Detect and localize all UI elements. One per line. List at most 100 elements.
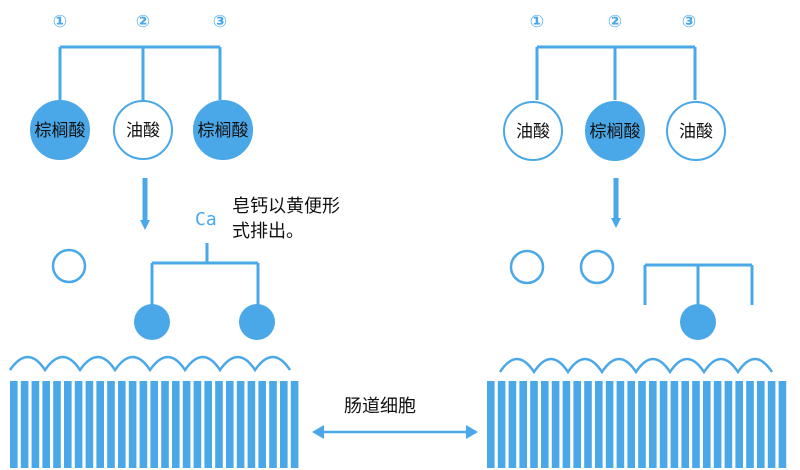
left-position-2: ② (136, 12, 150, 32)
left-cell-bar (172, 381, 180, 468)
left-cell-bar (74, 381, 83, 468)
left-acid-label-2: 油酸 (126, 121, 160, 141)
calcium-soap-palmitic-2 (239, 304, 275, 340)
right-free-oleic-acid-1 (509, 249, 545, 285)
left-cell-bar (10, 381, 18, 468)
right-free-oleic-acid-2 (579, 249, 615, 285)
right-cell-bar (659, 381, 668, 468)
right-acid-circle-1 (503, 101, 563, 161)
left-cell-bar (42, 381, 50, 468)
left-cell-bar (53, 381, 61, 468)
left-intestinal-cells (8, 355, 299, 468)
right-position-2: ② (608, 12, 622, 32)
calcium-soap-palmitic-1 (134, 304, 170, 340)
left-cell-bar (280, 381, 288, 468)
right-cell-bar (497, 381, 506, 468)
right-position-1: ① (530, 12, 544, 32)
right-cell-bar (681, 381, 689, 468)
right-triglyceride: ① ② ③ 油酸 棕榈酸 油酸 (503, 12, 726, 161)
right-cell-bar (616, 381, 625, 468)
left-acid-circle-2 (113, 100, 173, 160)
left-cell-bar (139, 381, 148, 468)
left-cell-bar (269, 381, 277, 468)
intestine-arrowhead-left (312, 425, 324, 439)
left-cell-bar (193, 381, 202, 468)
monoglyceride (643, 263, 754, 340)
right-cell-bar (627, 381, 635, 468)
calcium-note-line-1: 皂钙以黄便形 (232, 196, 340, 217)
left-free-oleic-acid (51, 248, 87, 284)
left-acid-label-3: 棕榈酸 (198, 121, 249, 141)
left-cell-bar (290, 381, 299, 468)
right-cell-bar (541, 381, 549, 468)
left-cell-bar (204, 381, 212, 468)
right-cell-bar (530, 381, 538, 468)
right-cell-bar (778, 381, 787, 468)
right-cell-bar (649, 381, 657, 468)
right-cell-bar (746, 381, 754, 468)
right-cell-bar (713, 381, 722, 468)
right-cell-bar (767, 381, 776, 468)
right-cell-bar (703, 381, 711, 468)
left-cell-bar (236, 381, 245, 468)
left-cell-bar (31, 381, 40, 468)
intestine-label: 肠道细胞 (344, 396, 416, 417)
right-cell-bar (573, 381, 581, 468)
monoglyceride-palmitic (680, 304, 716, 340)
right-acid-label-1: 油酸 (516, 122, 550, 142)
left-cell-bar (118, 381, 126, 468)
right-cell-bars (487, 381, 787, 468)
left-acid-label-1: 棕榈酸 (35, 121, 86, 141)
left-cell-bar (96, 381, 104, 468)
right-glycerol-backbone (535, 45, 697, 100)
left-glycerol-backbone (58, 45, 222, 100)
calcium-soap-bridge (150, 243, 260, 305)
left-cell-bar (128, 381, 137, 468)
right-acid-circle-2 (585, 101, 645, 161)
left-cell-bar (20, 381, 29, 468)
left-position-3: ③ (213, 12, 227, 32)
right-position-3: ③ (682, 12, 696, 32)
right-cell-bar (584, 381, 592, 468)
left-cell-bar (182, 381, 191, 468)
left-cell-bar (247, 381, 256, 468)
left-cell-bar (258, 381, 266, 468)
left-cell-bar (226, 381, 234, 468)
right-cell-bar (757, 381, 765, 468)
right-villi-wave (498, 357, 774, 375)
right-acid-label-3: 油酸 (679, 122, 713, 142)
right-cell-bar (605, 381, 614, 468)
left-triglyceride: ① ② ③ 棕榈酸 油酸 棕榈酸 (30, 12, 253, 160)
right-cell-bar (508, 381, 517, 468)
left-cell-bar (161, 381, 169, 468)
right-acid-circle-3 (666, 101, 726, 161)
left-cell-bar (215, 381, 223, 468)
right-cell-bar (735, 381, 743, 468)
right-cell-bar (638, 381, 646, 468)
left-cell-bar (107, 381, 115, 468)
left-cell-bar (64, 381, 72, 468)
right-cell-bar (562, 381, 571, 468)
right-cell-bar (519, 381, 527, 468)
left-cell-bar (85, 381, 94, 468)
intestine-arrowhead-right (466, 425, 478, 439)
calcium-soap (134, 243, 275, 340)
right-cell-bar (595, 381, 603, 468)
right-cell-bar (551, 381, 560, 468)
calcium-note-line-2: 式排出。 (232, 221, 304, 242)
right-cell-bar (670, 381, 679, 468)
left-villi-wave (8, 355, 292, 373)
left-cell-bars (10, 381, 299, 468)
right-cell-bar (724, 381, 733, 468)
left-position-1: ① (53, 12, 67, 32)
right-cell-bar (487, 381, 495, 468)
right-acid-label-2: 棕榈酸 (590, 122, 641, 142)
left-acid-circle-3 (193, 100, 253, 160)
left-acid-circle-1 (30, 100, 90, 160)
monoglyceride-backbone (643, 263, 754, 305)
left-cell-bar (150, 381, 158, 468)
calcium-symbol: Ca (195, 209, 217, 230)
right-intestinal-cells (487, 357, 787, 468)
right-cell-bar (692, 381, 700, 468)
